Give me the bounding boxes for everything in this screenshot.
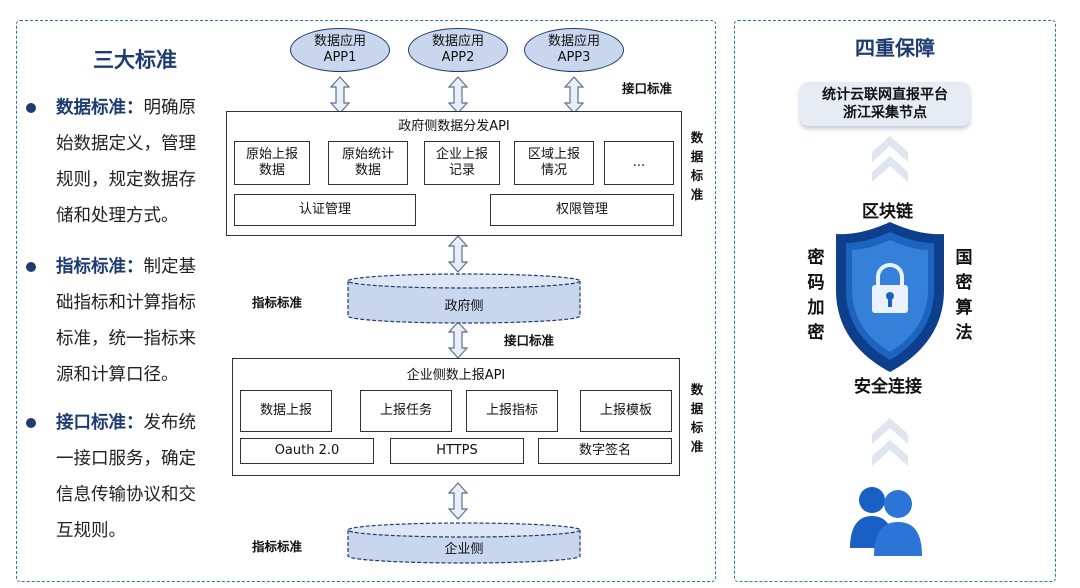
data-standard-term: 数据标准：: [56, 98, 144, 118]
app-ellipse-1: 数据应用APP1: [290, 28, 390, 72]
platform-name: 统计云联网直报平台: [822, 87, 948, 103]
digital-signature-box: 数字签名: [538, 438, 672, 464]
gov-side-cylinder: [347, 273, 581, 324]
interface-standard-text: 接口标准：发布统一接口服务，确定信息传输协议和交互规则。: [56, 405, 206, 549]
indicator-standard-label-1: 指标标准: [252, 295, 303, 310]
gov-api-item: 企业上报记录: [424, 141, 500, 185]
gov-api-item: ...: [604, 141, 674, 185]
double-arrow-icon: [448, 321, 468, 359]
double-arrow-icon: [448, 76, 468, 114]
chevron-up-icon: [872, 418, 908, 466]
chevron-up-icon: [872, 136, 908, 182]
double-arrow-icon: [448, 482, 468, 520]
app-ellipse-3: 数据应用APP3: [524, 28, 624, 72]
gov-api-item: 原始统计数据: [328, 141, 408, 185]
enterprise-api-item: 数据上报: [240, 390, 332, 432]
standards-title: 三大标准: [93, 48, 177, 72]
enterprise-api-item: 上报模板: [580, 390, 672, 432]
lock-shield-icon: [836, 222, 944, 372]
data-standard-text: 数据标准：明确原始数据定义，管理规则，规定数据存储和处理方式。: [56, 90, 206, 234]
indicator-standard-term: 指标标准：: [56, 257, 144, 277]
oauth-box: Oauth 2.0: [240, 438, 374, 464]
indicator-standard-desc: 制定基础指标和计算指标标准，统一指标来源和计算口径。: [56, 257, 196, 385]
enterprise-api-item: 上报任务: [360, 390, 452, 432]
app-ellipse-2: 数据应用APP2: [408, 28, 508, 72]
data-standard-label-1: 数据标准: [690, 130, 704, 202]
enterprise-api-title: 企业侧数上报API: [406, 368, 506, 383]
data-standard-label-2: 数据标准: [690, 382, 704, 454]
enterprise-side-cylinder: [347, 522, 581, 564]
data-standard-desc: 明确原始数据定义，管理规则，规定数据存储和处理方式。: [56, 98, 196, 226]
left-panel: [16, 20, 716, 582]
gov-api-item: 原始上报数据: [234, 141, 310, 185]
double-arrow-icon: [448, 235, 468, 273]
blockchain-label: 区块链: [862, 202, 913, 222]
indicator-standard-label-2: 指标标准: [252, 539, 303, 554]
indicator-standard-text: 指标标准：制定基础指标和计算指标标准，统一指标来源和计算口径。: [56, 249, 206, 393]
bullet-dot: [26, 103, 36, 113]
permission-management-box: 权限管理: [490, 194, 674, 226]
platform-node-name: 浙江采集节点: [843, 105, 927, 121]
double-arrow-icon: [564, 76, 584, 114]
bullet-dot: [26, 418, 36, 428]
right-panel: [734, 20, 1056, 582]
national-crypto-label: 国密算法: [955, 248, 973, 343]
gov-side-label: 政府侧: [444, 299, 484, 314]
https-box: HTTPS: [390, 438, 524, 464]
platform-node: 统计云联网直报平台 浙江采集节点: [800, 82, 970, 126]
auth-management-box: 认证管理: [234, 194, 416, 226]
gov-api-item: 区域上报情况: [514, 141, 594, 185]
crypto-encryption-label: 密码加密: [807, 248, 825, 343]
interface-standard-label-top: 接口标准: [622, 81, 673, 96]
enterprise-api-item: 上报指标: [466, 390, 558, 432]
interface-standard-term: 接口标准：: [56, 413, 144, 433]
guarantee-title: 四重保障: [855, 36, 935, 60]
gov-api-title: 政府侧数据分发API: [398, 119, 510, 134]
enterprise-side-label: 企业侧: [444, 542, 484, 557]
bullet-dot: [26, 262, 36, 272]
double-arrow-icon: [330, 76, 350, 114]
interface-standard-label-mid: 接口标准: [504, 333, 555, 348]
interface-standard-desc: 发布统一接口服务，确定信息传输协议和交互规则。: [56, 413, 196, 541]
secure-connection-label: 安全连接: [854, 377, 922, 397]
users-icon: [850, 487, 922, 556]
